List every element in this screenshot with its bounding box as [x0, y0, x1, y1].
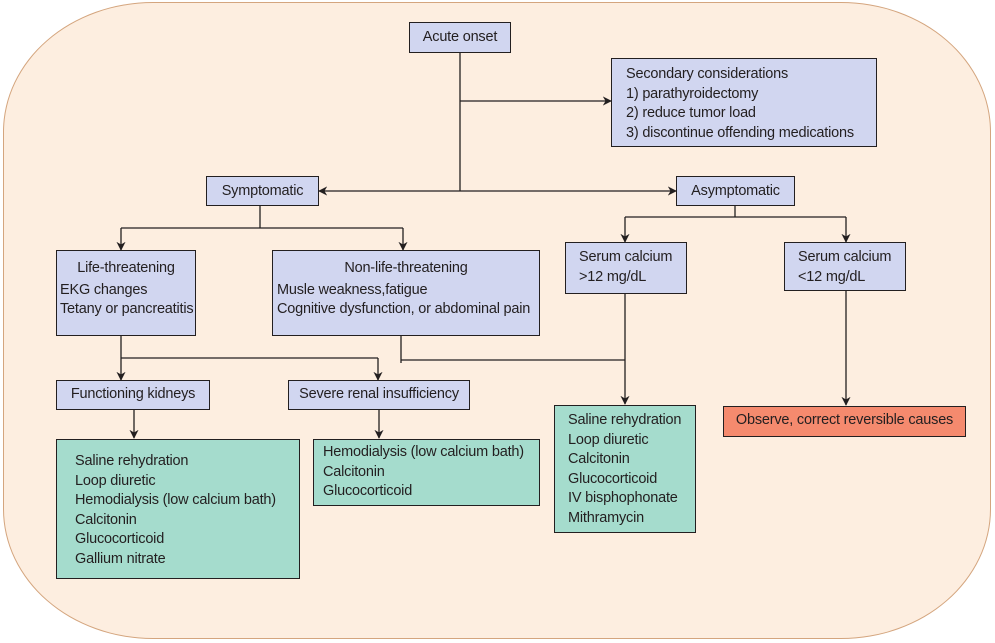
functioning-kidneys-label: Functioning kidneys — [70, 386, 196, 402]
treatment-severe-renal: Hemodialysis (low calcium bath) Calciton… — [313, 439, 540, 506]
node-acute-onset-label: Acute onset — [422, 29, 498, 45]
severe-renal-label: Severe renal insufficiency — [299, 386, 459, 402]
non-life-threatening-item: Cognitive dysfunction, or abdominal pain — [277, 301, 531, 317]
non-life-threatening-item: Musle weakness,fatigue — [277, 281, 428, 298]
secondary-title: Secondary considerations — [626, 66, 789, 82]
node-serum-calcium-high: Serum calcium >12 mg/dL — [565, 242, 687, 294]
treatment-item: Glucocorticoid — [323, 483, 413, 499]
treatment-item: IV bisphophonate — [568, 490, 678, 506]
node-non-life-threatening: Non-life-threatening Musle weakness,fati… — [272, 250, 540, 336]
treatment-item: Calcitonin — [323, 463, 385, 480]
serum-high-line: >12 mg/dL — [579, 268, 647, 285]
secondary-item: 1) parathyroidectomy — [626, 85, 759, 102]
serum-low-line: <12 mg/dL — [798, 268, 866, 285]
treatment-item: Hemodialysis (low calcium bath) — [75, 492, 276, 508]
secondary-item: 3) discontinue offending medications — [626, 124, 854, 141]
node-acute-onset: Acute onset — [409, 22, 511, 53]
node-asymptomatic-label: Asymptomatic — [691, 183, 780, 199]
life-threatening-item: Tetany or pancreatitis — [60, 301, 194, 317]
node-severe-renal-insufficiency: Severe renal insufficiency — [288, 380, 470, 410]
treatment-item: Calcitonin — [75, 511, 137, 528]
node-life-threatening: Life-threatening EKG changes Tetany or p… — [56, 250, 196, 336]
node-asymptomatic: Asymptomatic — [676, 176, 795, 206]
observe-label: Observe, correct reversible causes — [735, 412, 954, 428]
serum-low-line: Serum calcium — [798, 249, 892, 265]
serum-high-line: Serum calcium — [579, 249, 673, 265]
treatment-item: Loop diuretic — [75, 472, 156, 489]
node-symptomatic-label: Symptomatic — [221, 183, 304, 199]
node-functioning-kidneys: Functioning kidneys — [56, 380, 210, 410]
treatment-item: Gallium nitrate — [75, 550, 166, 567]
treatment-item: Glucocorticoid — [75, 531, 165, 547]
node-serum-calcium-low: Serum calcium <12 mg/dL — [784, 242, 906, 291]
node-symptomatic: Symptomatic — [206, 176, 319, 206]
treatment-item: Hemodialysis (low calcium bath) — [323, 444, 524, 460]
node-secondary-considerations: Secondary considerations 1) parathyroide… — [611, 58, 877, 147]
life-threatening-item: EKG changes — [60, 281, 148, 298]
secondary-item: 2) reduce tumor load — [626, 105, 756, 121]
node-observe: Observe, correct reversible causes — [723, 406, 966, 437]
treatment-item: Saline rehydration — [75, 453, 189, 469]
treatment-item: Saline rehydration — [568, 412, 682, 428]
treatment-item: Mithramycin — [568, 509, 644, 526]
non-life-threatening-title: Non-life-threatening — [344, 260, 468, 276]
life-threatening-title: Life-threatening — [77, 260, 175, 276]
treatment-item: Glucocorticoid — [568, 470, 658, 487]
treatment-serum-high: Saline rehydration Loop diuretic Calcito… — [554, 405, 696, 533]
treatment-item: Loop diuretic — [568, 431, 649, 448]
treatment-functioning-kidneys: Saline rehydration Loop diuretic Hemodia… — [56, 439, 300, 579]
treatment-item: Calcitonin — [568, 451, 630, 467]
